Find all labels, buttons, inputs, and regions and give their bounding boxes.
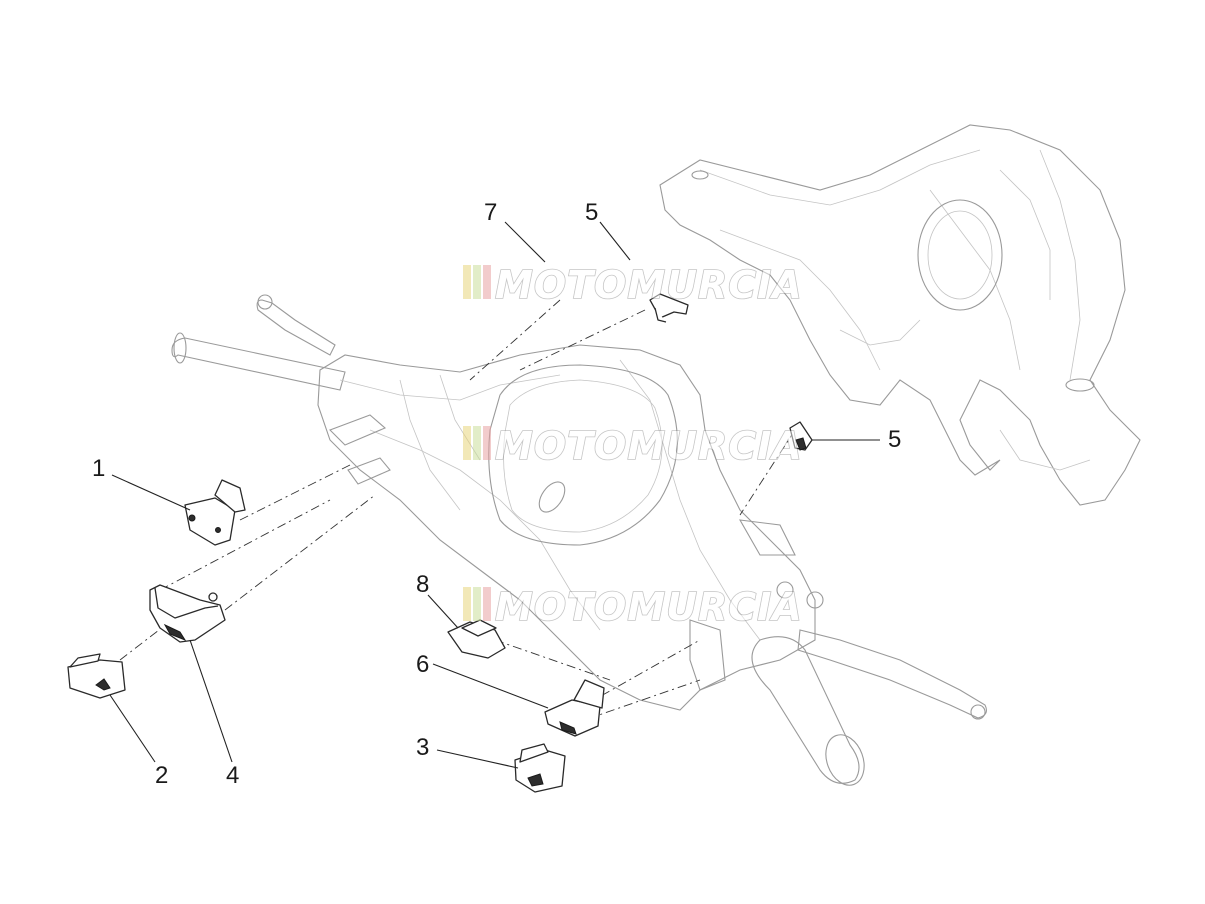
watermark-stripe	[463, 426, 471, 460]
callout-8: 8	[416, 571, 429, 598]
callout-labels: 1 2 3 4 5 5 6 7 8	[92, 199, 901, 789]
watermark-text: MOTOMURCIA	[495, 263, 803, 307]
watermark-stripe	[473, 587, 481, 621]
part-2-horn-switch[interactable]	[67, 653, 126, 699]
callout-3: 3	[416, 734, 429, 761]
rear-handlebar-cover	[659, 124, 1141, 506]
callout-6: 6	[416, 651, 429, 678]
leader-lines	[109, 221, 880, 769]
watermark-stripe	[463, 265, 471, 299]
callout-2: 2	[155, 762, 168, 789]
watermark-middle: MOTOMURCIA	[463, 423, 803, 469]
watermark-bottom: MOTOMURCIA	[463, 584, 803, 630]
callout-7: 7	[484, 199, 497, 226]
watermark-stripe	[483, 426, 491, 460]
callout-4: 4	[226, 762, 239, 789]
part-5-connector-top[interactable]	[649, 293, 689, 323]
part-6-switch[interactable]	[544, 679, 605, 737]
watermark-stripe	[463, 587, 471, 621]
handlebar-assembly	[171, 294, 987, 786]
callout-5-right: 5	[888, 426, 901, 453]
watermark-stripe	[473, 426, 481, 460]
watermark-top: MOTOMURCIA	[463, 262, 803, 308]
watermark-stripe	[483, 587, 491, 621]
part-1-switch[interactable]	[184, 479, 246, 546]
callout-5-top: 5	[585, 199, 598, 226]
watermark-text: MOTOMURCIA	[495, 424, 803, 468]
watermark-text: MOTOMURCIA	[495, 585, 803, 629]
part-3-switch[interactable]	[514, 743, 566, 793]
watermark-stripe	[483, 265, 491, 299]
part-4-switch-housing[interactable]	[149, 584, 226, 643]
part-8-switch-cap[interactable]	[447, 619, 506, 659]
callout-1: 1	[92, 455, 105, 482]
watermark-stripe	[473, 265, 481, 299]
part-5-bulb-right[interactable]	[789, 421, 813, 451]
